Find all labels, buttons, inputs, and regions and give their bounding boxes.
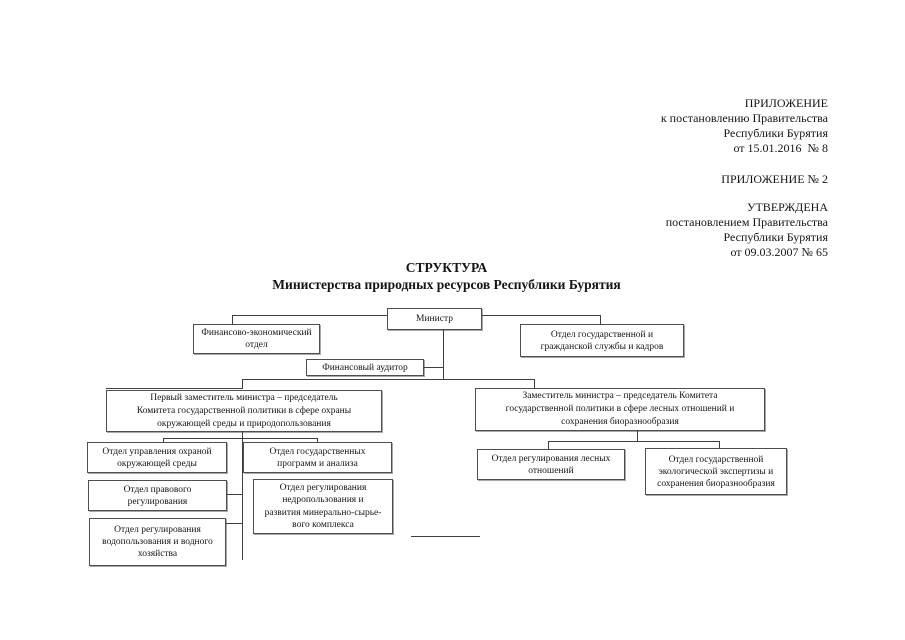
connector-minister-to-finecon-v [232, 315, 233, 324]
connector-minister-to-civil-v [600, 315, 601, 324]
connector-ecology-expertise-drop [719, 441, 720, 448]
org-box-forest-relations: Отдел регулирования лесных отношений [477, 449, 625, 480]
org-box-env-protection: Отдел управления охраной окружающей сред… [87, 442, 227, 473]
annex-note-2: ПРИЛОЖЕНИЕ № 2 [721, 172, 828, 186]
title-line-2: Министерства природных ресурсов Республи… [272, 277, 621, 292]
connector-minister-down [443, 330, 444, 380]
connector-forest-relations-drop [548, 441, 549, 449]
connector-step-vertical [242, 379, 243, 389]
org-box-subsoil: Отдел регулирования недропользования и р… [253, 479, 393, 534]
connector-auditor-stub [424, 367, 443, 368]
connector-legal-stub [226, 494, 242, 495]
connector-water-stub [226, 523, 242, 524]
org-box-legal: Отдел правового регулирования [88, 480, 227, 511]
annex-note-3: УТВЕРЖДЕНА постановлением Правительства … [665, 200, 828, 259]
connector-deputy-forest-down [637, 431, 638, 441]
org-box-minister: Министр [387, 308, 482, 330]
connector-env-protection-drop [163, 438, 164, 442]
title-line-1: СТРУКТУРА [405, 260, 488, 275]
org-box-financial-auditor: Финансовый аудитор [306, 359, 424, 376]
org-box-first-deputy: Первый заместитель министра – председате… [106, 390, 382, 432]
connector-left-spine [242, 432, 243, 560]
annex-note-1: ПРИЛОЖЕНИЕ к постановлению Правительства… [660, 96, 828, 155]
org-box-deputy-forest: Заместитель министра – председатель Коми… [475, 388, 765, 431]
org-box-state-programs: Отдел государственных программ и анализа [243, 442, 392, 473]
connector-to-first-deputy [106, 388, 243, 389]
connector-left-children-h [163, 438, 317, 439]
org-box-finance-economic: Финансово-экономический отдел [193, 324, 320, 354]
org-box-civil-service: Отдел государственной и гражданской служ… [520, 324, 684, 357]
document-title: СТРУКТУРА Министерства природных ресурсо… [0, 259, 893, 293]
connector-state-programs-drop [317, 438, 318, 442]
connector-minister-to-civil-h [482, 315, 600, 316]
stray-line [411, 536, 480, 537]
connector-main-horizontal [242, 379, 535, 380]
connector-right-children-h [548, 441, 719, 442]
connector-to-deputy-forest [534, 379, 535, 388]
org-box-water: Отдел регулирования водопользования и во… [89, 518, 226, 566]
org-box-ecology-expertise: Отдел государственной экологической эксп… [645, 448, 787, 495]
connector-minister-to-finecon-h [232, 315, 387, 316]
